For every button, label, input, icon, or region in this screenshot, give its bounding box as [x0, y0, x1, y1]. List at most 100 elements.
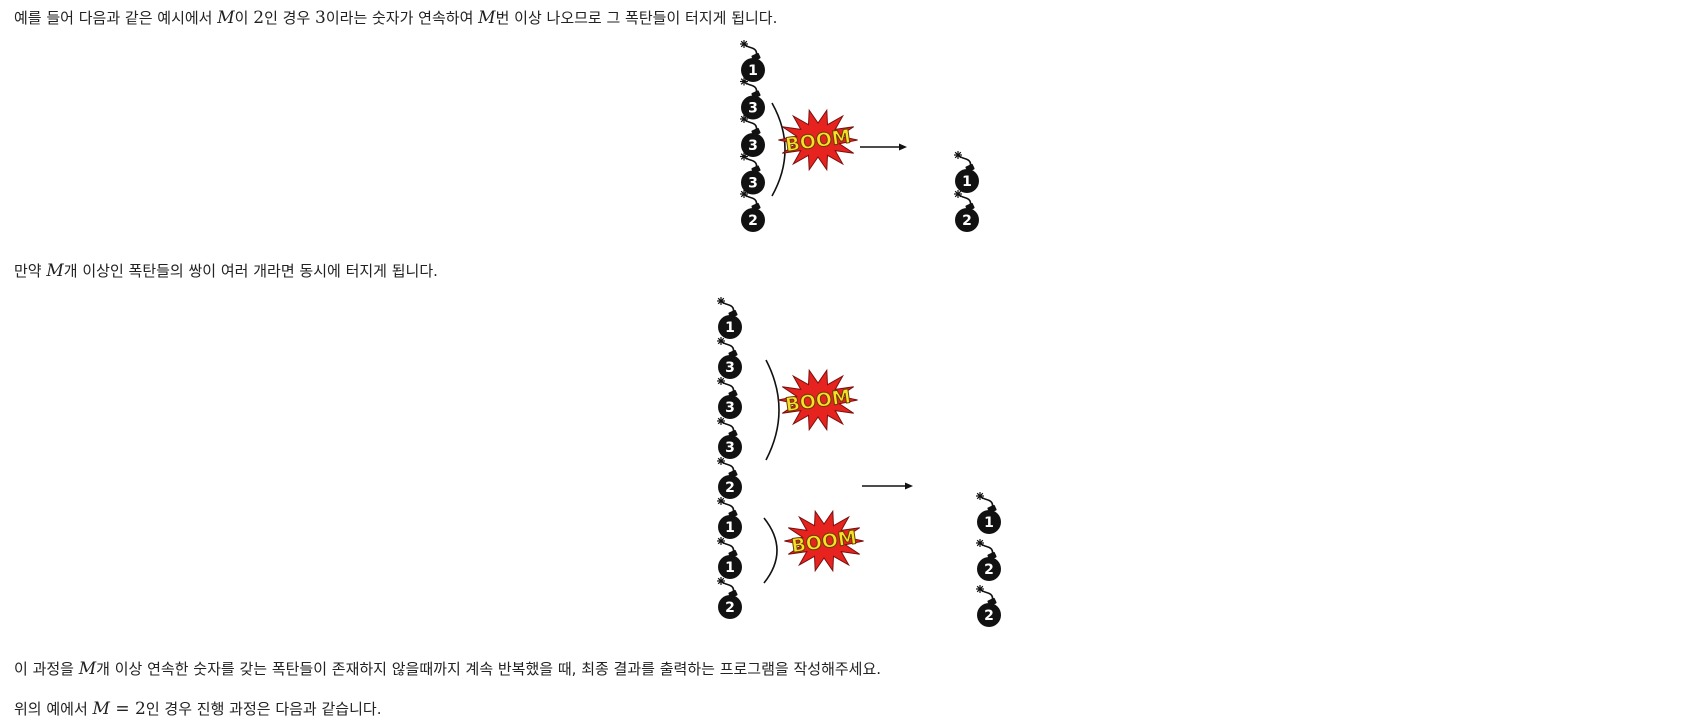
bomb-fuse — [958, 155, 972, 168]
bomb-spark — [717, 457, 725, 465]
bomb-body — [741, 133, 765, 157]
bomb-icon: 2 — [954, 190, 979, 232]
bomb-spark — [954, 190, 962, 198]
bomb-cap — [751, 165, 761, 174]
bomb-icon: 2 — [717, 577, 742, 619]
bomb-number: 2 — [962, 213, 972, 229]
bomb-icon: 3 — [717, 417, 742, 459]
text-segment: 번 이상 나오므로 그 폭탄들이 터지게 됩니다. — [495, 9, 778, 27]
bomb-number: 3 — [725, 360, 735, 376]
bomb-fuse — [721, 421, 735, 434]
bomb-fuse — [744, 81, 758, 94]
bomb-body — [718, 595, 742, 619]
bomb-fuse — [744, 119, 758, 132]
bomb-body — [977, 603, 1001, 627]
bomb-cap — [987, 504, 997, 514]
math-number: 3 — [315, 8, 326, 28]
bomb-spark — [740, 190, 748, 198]
math-var-m: M — [478, 8, 496, 28]
bomb-icon: 1 — [954, 151, 979, 193]
bomb-icon: 1 — [717, 297, 742, 339]
task-paragraph: 이 과정을 M개 이상 연속한 숫자를 갖는 폭탄들이 존재하지 않을때까지 계… — [14, 659, 881, 679]
arrow-head — [905, 482, 913, 490]
bomb-spark — [954, 151, 962, 159]
bomb-fuse — [980, 543, 994, 556]
bomb-number: 2 — [725, 480, 735, 496]
bomb-icon: 1 — [740, 40, 765, 82]
bomb-spark — [717, 537, 725, 545]
bomb-icon: 1 — [717, 537, 742, 579]
bomb-body — [977, 557, 1001, 581]
bomb-spark — [717, 297, 725, 305]
bomb-spark — [717, 337, 725, 345]
bomb-number: 1 — [725, 520, 735, 536]
bomb-fuse — [744, 156, 758, 169]
bomb-fuse — [980, 496, 994, 509]
bomb-body — [718, 395, 742, 419]
bomb-icon: 3 — [717, 337, 742, 379]
arrow-icon — [862, 482, 913, 490]
bomb-fuse — [958, 194, 972, 207]
bomb-cap — [728, 389, 738, 399]
boom-icon: BOOM — [778, 368, 858, 432]
bomb-spark — [976, 585, 984, 593]
bomb-icon: 2 — [717, 457, 742, 499]
arrow-icon — [860, 143, 907, 151]
bomb-icon: 2 — [976, 585, 1001, 627]
boom-burst — [784, 509, 864, 573]
text-segment: 이 — [234, 9, 254, 27]
boom-label: BOOM — [790, 527, 858, 558]
bomb-cap — [728, 429, 738, 439]
bomb-spark — [740, 40, 748, 48]
bomb-spark — [717, 497, 725, 505]
bomb-body — [718, 475, 742, 499]
bomb-cap — [728, 349, 738, 359]
bomb-cap — [965, 163, 975, 173]
bomb-cap — [728, 469, 738, 479]
arrow-head — [899, 143, 907, 151]
bomb-spark — [717, 377, 725, 385]
bomb-body — [718, 555, 742, 579]
text-segment: 위의 예에서 — [14, 700, 93, 718]
bomb-fuse — [721, 541, 735, 554]
bomb-icon: 2 — [976, 539, 1001, 581]
bomb-number: 1 — [962, 174, 972, 190]
example-paragraph-2: 만약 M개 이상인 폭탄들의 쌍이 여러 개라면 동시에 터지게 됩니다. — [14, 261, 438, 281]
bomb-spark — [740, 115, 748, 123]
bomb-fuse — [721, 381, 735, 394]
math-var-m: M — [217, 8, 235, 28]
group-bracket — [765, 359, 780, 461]
text-segment: 인 경우 — [264, 9, 316, 27]
bomb-spark — [976, 492, 984, 500]
bomb-cap — [751, 52, 761, 62]
bomb-number: 1 — [725, 320, 735, 336]
bomb-icon: 1 — [976, 492, 1001, 534]
bomb-number: 3 — [725, 440, 735, 456]
bomb-cap — [751, 90, 761, 99]
text-segment: 예를 들어 다음과 같은 예시에서 — [14, 9, 218, 27]
bomb-spark — [717, 377, 725, 385]
bomb-body — [977, 510, 1001, 534]
math-number: 2 — [253, 8, 265, 28]
bomb-number: 2 — [984, 608, 994, 624]
bomb-spark — [976, 539, 984, 547]
bomb-body — [741, 208, 765, 232]
bomb-fuse — [721, 301, 735, 314]
bomb-icon: 3 — [740, 77, 765, 120]
bomb-cap — [987, 597, 997, 607]
bomb-cap — [751, 202, 761, 212]
bomb-spark — [976, 585, 984, 593]
bomb-cap — [751, 127, 761, 137]
bomb-cap — [728, 309, 738, 319]
bomb-body — [741, 58, 765, 82]
bomb-number: 1 — [984, 515, 994, 531]
bomb-spark — [717, 537, 725, 545]
boom-icon: BOOM — [778, 108, 858, 172]
bomb-spark — [954, 151, 962, 159]
bomb-fuse — [721, 501, 735, 514]
process-intro-paragraph: 위의 예에서 M = 2인 경우 진행 과정은 다음과 같습니다. — [14, 699, 381, 719]
boom-label: BOOM — [784, 126, 852, 157]
bomb-spark — [740, 78, 748, 85]
bomb-number: 2 — [984, 562, 994, 578]
